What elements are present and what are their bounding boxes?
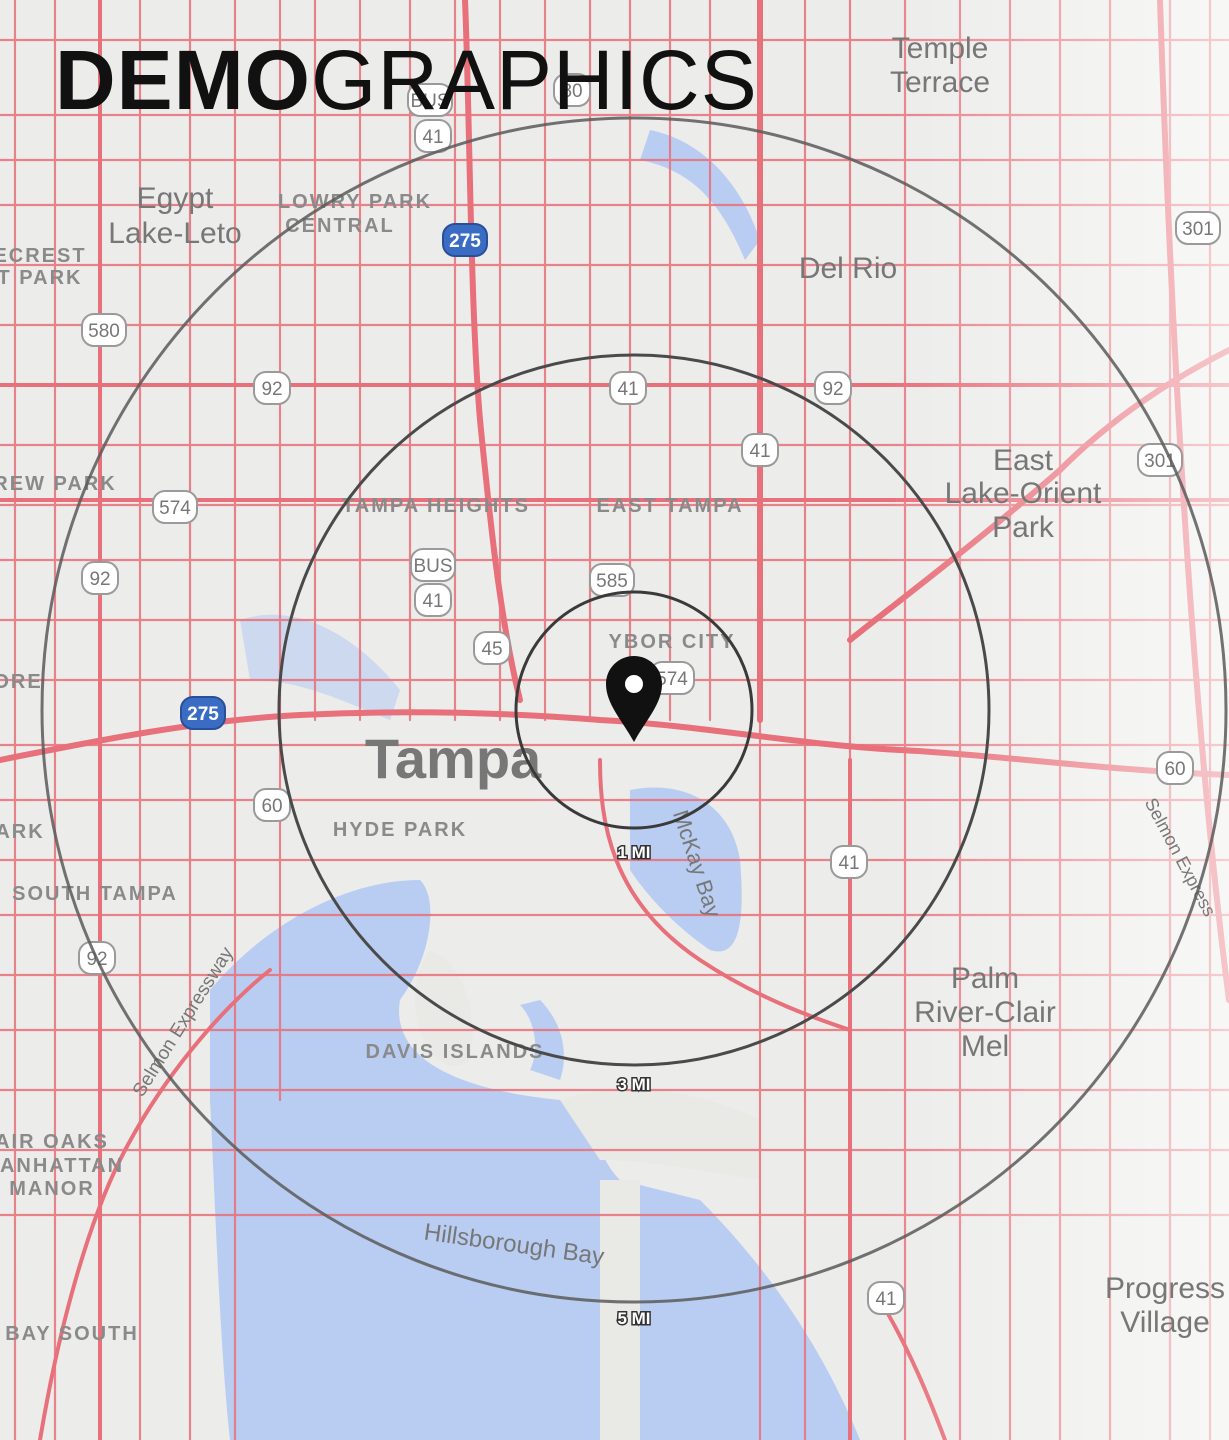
highway-shield-icon: 80 — [553, 73, 591, 107]
highway-shield-icon: 60 — [1156, 751, 1194, 785]
place-label-river-clair: River-Clair — [914, 996, 1056, 1029]
neighborhood-lowry-park: LOWRY PARK — [278, 191, 432, 213]
svg-text:60: 60 — [261, 796, 282, 817]
place-label-village: Village — [1120, 1306, 1210, 1339]
neighborhood-manor: MANOR — [9, 1178, 95, 1200]
neighborhood-anhattan: ANHATTAN — [0, 1155, 124, 1177]
svg-text:585: 585 — [596, 571, 628, 592]
svg-text:41: 41 — [422, 127, 443, 148]
ring-5-mile — [40, 116, 1228, 1304]
svg-text:574: 574 — [159, 498, 191, 519]
svg-text:275: 275 — [449, 231, 481, 252]
place-label-east: East — [993, 444, 1054, 477]
place-label-del-rio: Del Rio — [799, 252, 897, 285]
radius-rings: 1 MI 3 MI 5 MI — [40, 116, 1228, 1330]
neighborhood-central: CENTRAL — [285, 215, 395, 237]
ring-1-mile — [514, 590, 754, 830]
neighborhood-hyde-park: HYDE PARK — [333, 819, 467, 841]
highway-shield-icon: 92 — [253, 371, 291, 405]
svg-text:60: 60 — [1164, 759, 1185, 780]
neighborhood-bay-south: BAY SOUTH — [5, 1323, 139, 1345]
svg-text:80: 80 — [561, 81, 582, 102]
place-label-palm: Palm — [951, 962, 1019, 995]
neighborhood-east-tampa: EAST TAMPA — [596, 495, 743, 517]
svg-text:41: 41 — [617, 379, 638, 400]
neighborhood-ore: ORE — [0, 671, 43, 693]
place-label-tampa: Tampa — [365, 727, 542, 790]
highway-shield-icon: 45 — [473, 631, 511, 665]
ring-3-mile-label: 3 MI — [617, 1075, 650, 1094]
highway-shield-icon: BUS — [410, 548, 456, 582]
neighborhood-south-tampa: SOUTH TAMPA — [12, 883, 178, 905]
svg-text:BUS: BUS — [410, 91, 449, 112]
highway-shield-icon: 41 — [414, 583, 452, 617]
place-label-mel: Mel — [961, 1030, 1009, 1063]
highway-shield-icon: 580 — [81, 313, 127, 347]
svg-text:41: 41 — [838, 853, 859, 874]
highway-shield-icon: 60 — [253, 788, 291, 822]
svg-text:580: 580 — [88, 321, 120, 342]
neighborhood-davis-islands: DAVIS ISLANDS — [366, 1041, 545, 1063]
highway-shield-icon: 92 — [814, 371, 852, 405]
title-light: GRAPHICS — [311, 33, 758, 127]
svg-text:41: 41 — [875, 1289, 896, 1310]
neighborhood-ybor-city: YBOR CITY — [609, 631, 736, 653]
place-label-lake-orient: Lake-Orient — [945, 477, 1102, 510]
svg-text:92: 92 — [261, 379, 282, 400]
highway-shield-icon: 41 — [609, 371, 647, 405]
neighborhood-t-park: T PARK — [0, 267, 82, 289]
highway-shield-icon: 275 — [442, 223, 488, 257]
highway-shield-icon: 275 — [180, 696, 226, 730]
svg-text:45: 45 — [481, 639, 502, 660]
svg-text:301: 301 — [1182, 219, 1214, 240]
place-label-lake-leto: Lake-Leto — [108, 217, 241, 250]
neighborhood-ecrest: ECREST — [0, 245, 87, 267]
place-label-progress: Progress — [1105, 1272, 1225, 1305]
neighborhood-air-oaks: AIR OAKS — [0, 1131, 109, 1153]
location-pin-icon[interactable] — [606, 656, 662, 742]
highway-shield-icon: 41 — [830, 845, 868, 879]
svg-text:41: 41 — [749, 441, 770, 462]
highway-shield-icon: BUS — [407, 83, 453, 117]
svg-text:92: 92 — [822, 379, 843, 400]
ring-1-mile-label: 1 MI — [617, 843, 650, 862]
place-label-terrace: Terrace — [890, 66, 990, 99]
neighborhood-ark: ARK — [0, 821, 45, 843]
neighborhood-tampa-heights: TAMPA HEIGHTS — [342, 495, 530, 517]
svg-text:92: 92 — [89, 569, 110, 590]
place-label-egypt: Egypt — [137, 182, 214, 215]
ring-3-mile — [277, 353, 991, 1067]
highway-shield-icon: 574 — [152, 490, 198, 524]
place-label-temple: Temple — [892, 32, 989, 65]
neighborhood-rew-park: REW PARK — [0, 473, 117, 495]
highway-shield-icon: 92 — [81, 561, 119, 595]
ring-5-mile-label: 5 MI — [617, 1309, 650, 1328]
svg-text:BUS: BUS — [413, 556, 452, 577]
svg-text:41: 41 — [422, 591, 443, 612]
highway-shield-icon: 41 — [867, 1281, 905, 1315]
svg-text:275: 275 — [187, 704, 219, 725]
page-title: DEMOGRAPHICS — [55, 38, 758, 122]
highway-shield-icon: 301 — [1175, 211, 1221, 245]
place-label-park: Park — [992, 511, 1055, 544]
highway-shield-icon: 585 — [589, 563, 635, 597]
highway-shield-icon: 41 — [414, 119, 452, 153]
title-bold: DEMO — [55, 33, 311, 127]
svg-text:574: 574 — [656, 669, 688, 690]
highway-shield-icon: 41 — [741, 433, 779, 467]
